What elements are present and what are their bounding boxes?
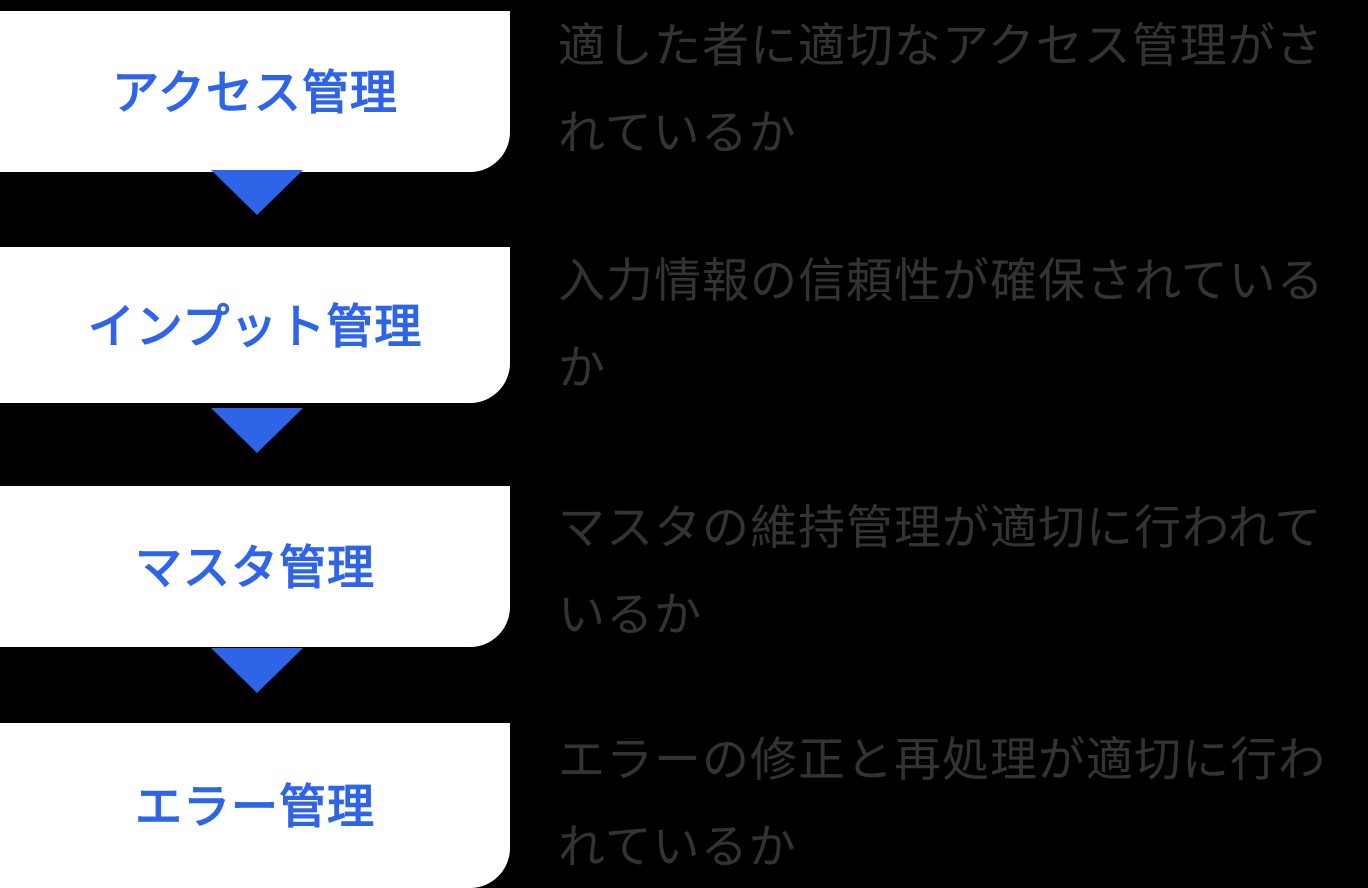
step-description-master-management: マスタの維持管理が適切に行われて いるか bbox=[558, 484, 1348, 658]
step-description-input-management: 入力情報の信頼性が確保されている か bbox=[558, 237, 1348, 411]
step-box-error-management: エラー管理 bbox=[0, 723, 510, 888]
description-line: か bbox=[558, 341, 606, 394]
description-line: 適した者に適切なアクセス管理がさ bbox=[558, 19, 1324, 72]
step-label-master-management: マスタ管理 bbox=[135, 541, 375, 594]
arrow-down-icon-2 bbox=[211, 408, 303, 453]
step-label-error-management: エラー管理 bbox=[135, 780, 375, 833]
step-label-access-management: アクセス管理 bbox=[112, 66, 398, 119]
description-line: いるか bbox=[558, 588, 702, 641]
description-line: エラーの修正と再処理が適切に行わ bbox=[558, 733, 1326, 786]
step-description-error-management: エラーの修正と再処理が適切に行わ れているか bbox=[558, 716, 1348, 888]
description-line: れているか bbox=[558, 820, 797, 873]
step-box-access-management: アクセス管理 bbox=[0, 11, 510, 172]
step-description-access-management: 適した者に適切なアクセス管理がさ れているか bbox=[558, 2, 1348, 176]
description-line: 入力情報の信頼性が確保されている bbox=[558, 254, 1325, 307]
arrow-down-icon-3 bbox=[211, 648, 303, 693]
description-line: マスタの維持管理が適切に行われて bbox=[558, 501, 1323, 554]
step-label-input-management: インプット管理 bbox=[87, 299, 423, 353]
description-line: れているか bbox=[558, 106, 797, 159]
step-box-master-management: マスタ管理 bbox=[0, 486, 510, 647]
step-box-input-management: インプット管理 bbox=[0, 247, 510, 403]
arrow-down-icon-1 bbox=[211, 170, 303, 215]
